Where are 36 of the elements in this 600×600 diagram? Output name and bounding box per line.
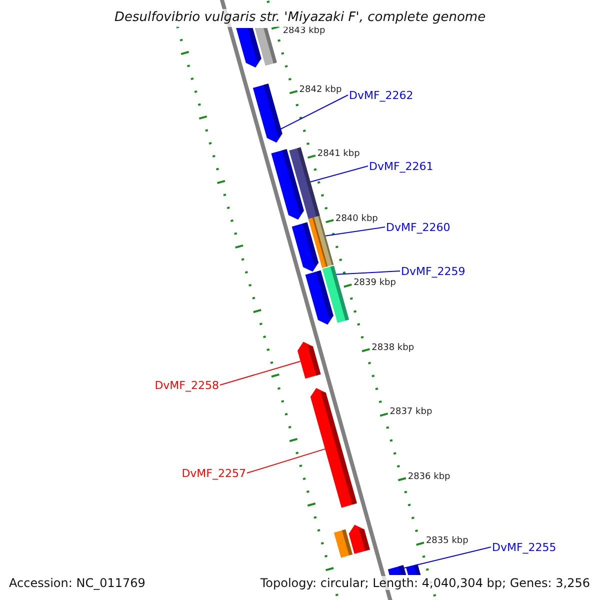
leader-line (325, 226, 386, 236)
scale-label: 2840 kbp (335, 214, 378, 225)
leader-line (280, 94, 348, 130)
gene-label: DvMF_2257 (182, 466, 246, 480)
gene-label: DvMF_2260 (386, 220, 450, 234)
gene-feature (298, 342, 321, 379)
accession-text: Accession: NC_011769 (7, 576, 148, 590)
gene-feature (305, 270, 334, 325)
leader-line (246, 448, 326, 474)
gene-feature (314, 216, 334, 266)
gene-feature (334, 529, 352, 558)
gene-feature (388, 565, 406, 575)
gene-label: DvMF_2259 (401, 264, 466, 278)
leader-line (220, 360, 301, 386)
gene-feature (252, 84, 282, 143)
scale-label: 2842 kbp (299, 84, 342, 96)
scale-label: 2835 kbp (426, 536, 468, 548)
leader-line (310, 166, 368, 182)
gene-label: DvMF_2258 (154, 378, 219, 392)
gene-feature (348, 524, 370, 554)
scale-label: 2843 kbp (282, 26, 326, 37)
leader-line (404, 546, 492, 568)
genome-summary-text: Topology: circular; Length: 4,040,304 bp; Genes: 3,256 (258, 576, 592, 590)
gene-feature (406, 564, 421, 575)
scale-label: 2839 kbp (354, 278, 396, 290)
gene-feature (236, 28, 262, 68)
scale-label: 2841 kbp (317, 149, 360, 160)
leader-line (336, 270, 400, 275)
gene-feature (310, 388, 357, 508)
gene-feature (254, 28, 277, 66)
scale-label: 2838 kbp (372, 342, 414, 354)
scale-label: 2836 kbp (408, 472, 450, 483)
gene-label: DvMF_2262 (349, 88, 414, 102)
gene-label: DvMF_2255 (492, 540, 556, 554)
gene-label: DvMF_2261 (369, 160, 434, 172)
scale-label: 2837 kbp (390, 407, 432, 418)
